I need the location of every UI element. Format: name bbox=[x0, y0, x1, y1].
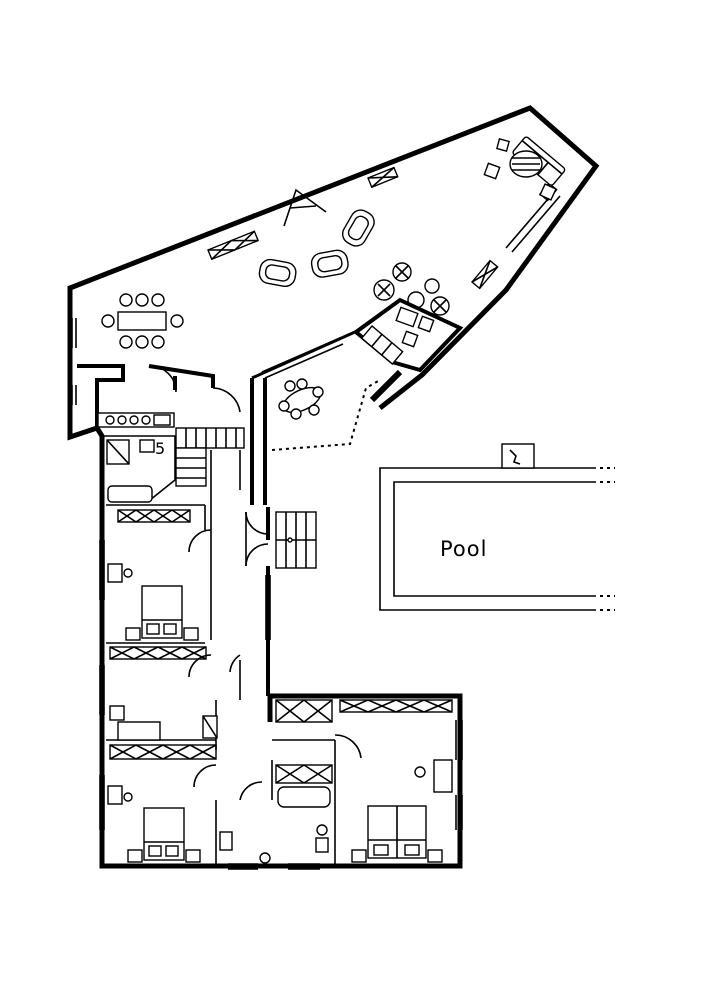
dining-table bbox=[101, 293, 184, 349]
bedroom-2 bbox=[109, 705, 218, 741]
bedroom-3 bbox=[107, 785, 201, 863]
bay-sofa bbox=[352, 297, 464, 403]
easel bbox=[283, 188, 327, 227]
armchairs bbox=[258, 209, 375, 288]
pool-label: Pool bbox=[440, 537, 487, 561]
staircase-entry bbox=[275, 511, 317, 569]
bathroom-2 bbox=[219, 786, 331, 864]
wall-cabinets bbox=[109, 166, 558, 784]
plants bbox=[373, 262, 450, 316]
terrace-boundary bbox=[271, 379, 381, 451]
kitchen bbox=[97, 412, 175, 503]
master-bedroom bbox=[351, 759, 453, 863]
step-count-label: 5 bbox=[155, 439, 165, 458]
lounge-set bbox=[483, 136, 566, 201]
bedroom-1 bbox=[107, 563, 199, 641]
patio-table bbox=[278, 378, 324, 420]
doors bbox=[149, 365, 362, 801]
windows bbox=[71, 191, 561, 870]
staircase-top bbox=[175, 427, 245, 487]
pool bbox=[379, 443, 615, 611]
